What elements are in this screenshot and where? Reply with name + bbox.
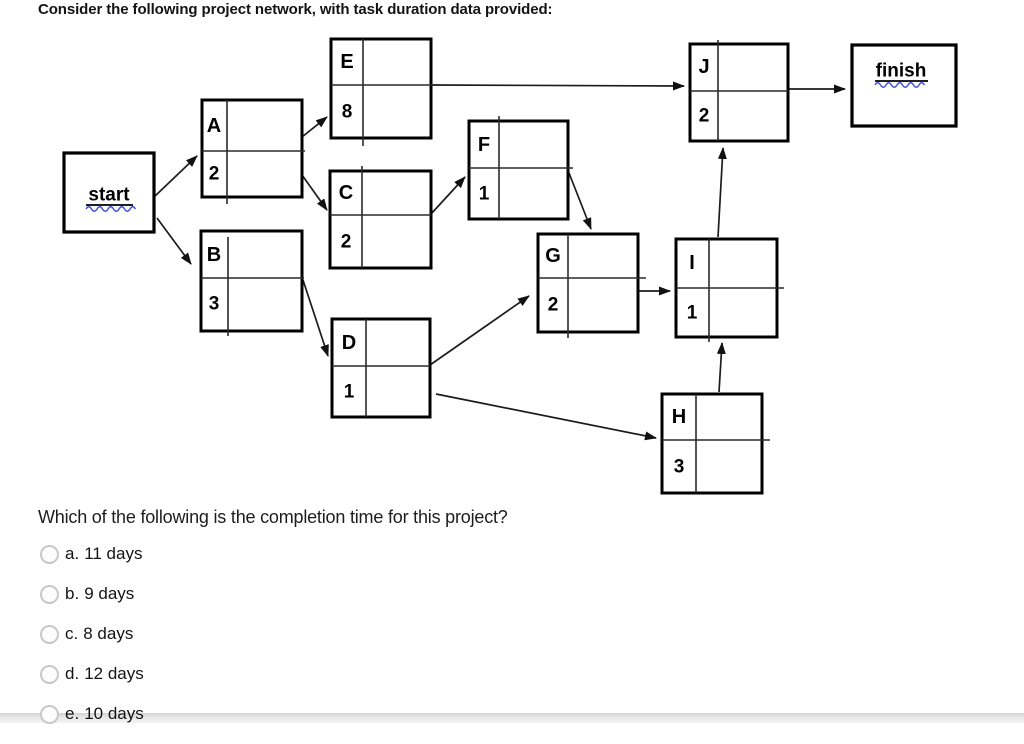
spellcheck-squiggle: [85, 206, 137, 212]
node-box: [328, 169, 433, 270]
node-box: [536, 232, 640, 334]
question-text: Which of the following is the completion…: [38, 507, 508, 527]
node-start: start: [62, 151, 156, 234]
node-box: [199, 229, 304, 333]
node-box: [688, 42, 790, 143]
option-text: 11 days: [84, 544, 143, 563]
task-node-a: A 2: [200, 98, 305, 204]
node-box: [330, 317, 432, 419]
option-letter: a.: [65, 544, 80, 563]
radio-button[interactable]: [40, 664, 59, 684]
node-duration: 1: [344, 382, 355, 403]
node-letter: G: [545, 245, 561, 267]
node-duration: 1: [479, 184, 490, 205]
option-b[interactable]: b. 9 days: [40, 584, 144, 604]
node-box: [200, 98, 304, 199]
node-box: [660, 392, 764, 495]
viewport-bottom-edge: [0, 713, 1024, 723]
finish-box: [850, 43, 958, 128]
edge-f-g: [568, 172, 592, 230]
option-d[interactable]: d. 12 days: [40, 664, 144, 684]
page-title: Consider the following project network, …: [38, 1, 553, 18]
node-duration: 2: [209, 164, 220, 185]
option-text: 10 days: [84, 704, 144, 723]
node-duration: 2: [548, 295, 559, 316]
radio-button[interactable]: [40, 704, 59, 724]
node-duration: 2: [341, 232, 352, 253]
option-letter: c.: [65, 624, 79, 643]
edge-b-d: [302, 279, 329, 357]
task-node-f: F 1: [467, 116, 573, 221]
node-duration: 3: [674, 457, 685, 478]
node-letter: J: [698, 56, 709, 78]
node-duration: 1: [687, 303, 698, 324]
finish-label: finish: [876, 61, 927, 82]
edge-e-j: [430, 81, 685, 91]
project-network-diagram: start finish A 2 B 3 E 8 C 2: [62, 37, 958, 495]
radio-button[interactable]: [40, 584, 59, 604]
node-letter: B: [207, 244, 221, 266]
edge-c-f: [430, 176, 466, 215]
edge-start-a: [153, 155, 198, 198]
network-edges: [153, 81, 846, 441]
option-letter: d.: [65, 664, 80, 683]
edge-a-c: [301, 174, 328, 211]
task-node-e: E 8: [329, 37, 440, 146]
start-label: start: [88, 185, 130, 206]
node-finish: finish: [850, 43, 958, 128]
radio-button[interactable]: [40, 544, 59, 564]
task-node-b: B 3: [199, 229, 304, 336]
task-node-g: G 2: [536, 232, 646, 338]
edge-start-b: [156, 217, 192, 265]
option-letter: e.: [65, 704, 80, 723]
task-node-h: H 3: [660, 392, 770, 495]
node-duration: 2: [699, 106, 710, 127]
edge-h-i: [716, 342, 726, 393]
node-letter: C: [339, 182, 353, 204]
option-e[interactable]: e. 10 days: [40, 704, 144, 724]
edge-a-e: [301, 116, 328, 138]
node-box: [329, 37, 433, 140]
option-text: 9 days: [84, 584, 135, 603]
option-text: 12 days: [84, 664, 144, 683]
node-box: [467, 119, 570, 221]
task-node-c: C 2: [328, 166, 433, 270]
node-letter: H: [672, 406, 686, 428]
edge-i-j: [717, 147, 727, 238]
node-duration: 3: [209, 294, 220, 315]
task-node-j: J 2: [688, 40, 790, 143]
start-box: [62, 151, 156, 234]
node-letter: E: [340, 51, 353, 73]
option-a[interactable]: a. 11 days: [40, 544, 144, 564]
radio-button[interactable]: [40, 624, 59, 644]
option-text: 8 days: [83, 624, 134, 643]
node-letter: A: [207, 115, 221, 137]
edge-d-g: [429, 295, 530, 366]
node-letter: D: [342, 332, 356, 354]
option-letter: b.: [65, 584, 80, 603]
answer-options: a. 11 days b. 9 days c. 8 days d. 12 day…: [40, 544, 144, 744]
option-c[interactable]: c. 8 days: [40, 624, 144, 644]
task-node-d: D 1: [330, 317, 432, 419]
task-node-i: I 1: [674, 237, 784, 342]
node-duration: 8: [342, 102, 353, 123]
node-letter: I: [689, 252, 695, 274]
spellcheck-squiggle: [874, 82, 926, 88]
node-letter: F: [478, 134, 490, 156]
edge-d-h: [435, 393, 657, 441]
